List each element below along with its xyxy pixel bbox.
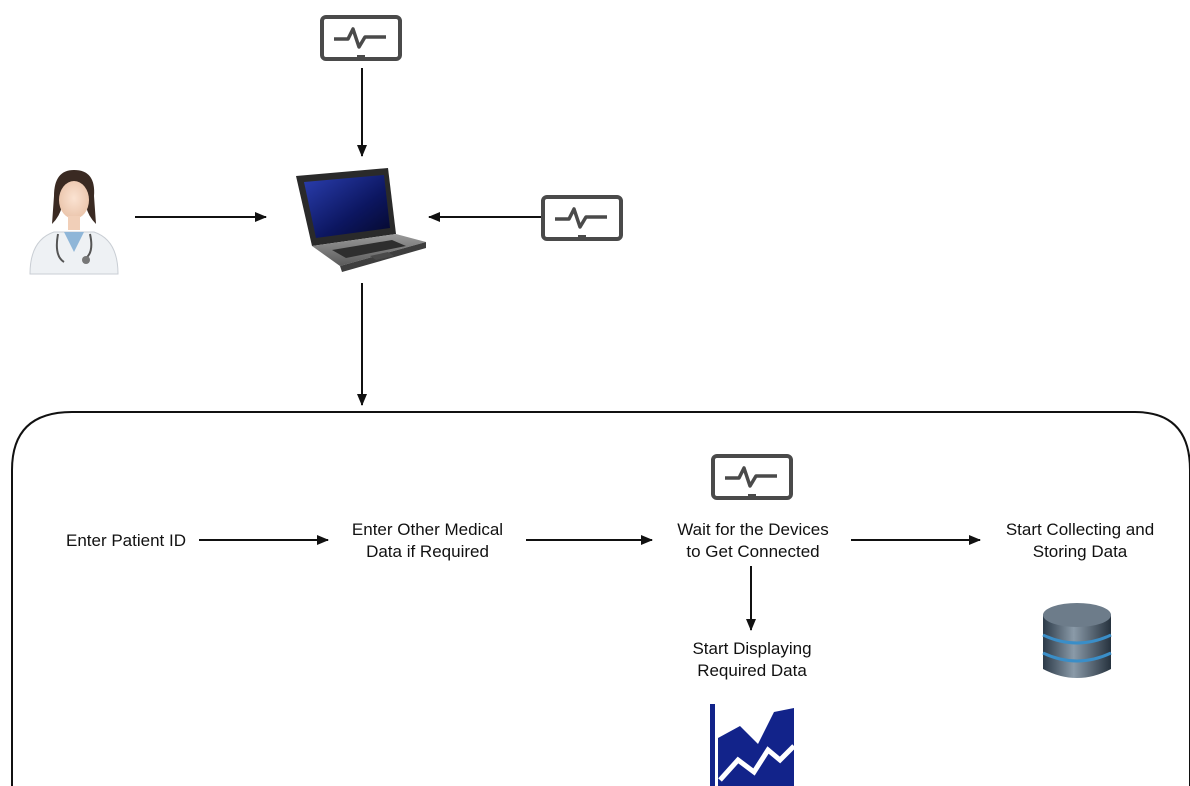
laptop-icon xyxy=(296,168,426,272)
doctor-icon xyxy=(29,170,119,275)
process-container xyxy=(11,411,1190,786)
step-start-displaying: Start Displaying Required Data xyxy=(692,639,812,680)
vital-monitor-icon xyxy=(541,195,623,241)
step-enter-other-medical-data: Enter Other Medical Data if Required xyxy=(351,520,504,561)
step-start-collecting: Start Collecting and Storing Data xyxy=(1005,520,1155,561)
database-icon xyxy=(1042,603,1112,678)
area-chart-icon xyxy=(710,704,796,786)
vital-monitor-icon xyxy=(711,454,793,500)
vital-monitor-icon xyxy=(320,15,402,61)
step-wait-for-devices: Wait for the Devices to Get Connected xyxy=(677,520,829,561)
step-enter-patient-id: Enter Patient ID xyxy=(65,531,186,550)
